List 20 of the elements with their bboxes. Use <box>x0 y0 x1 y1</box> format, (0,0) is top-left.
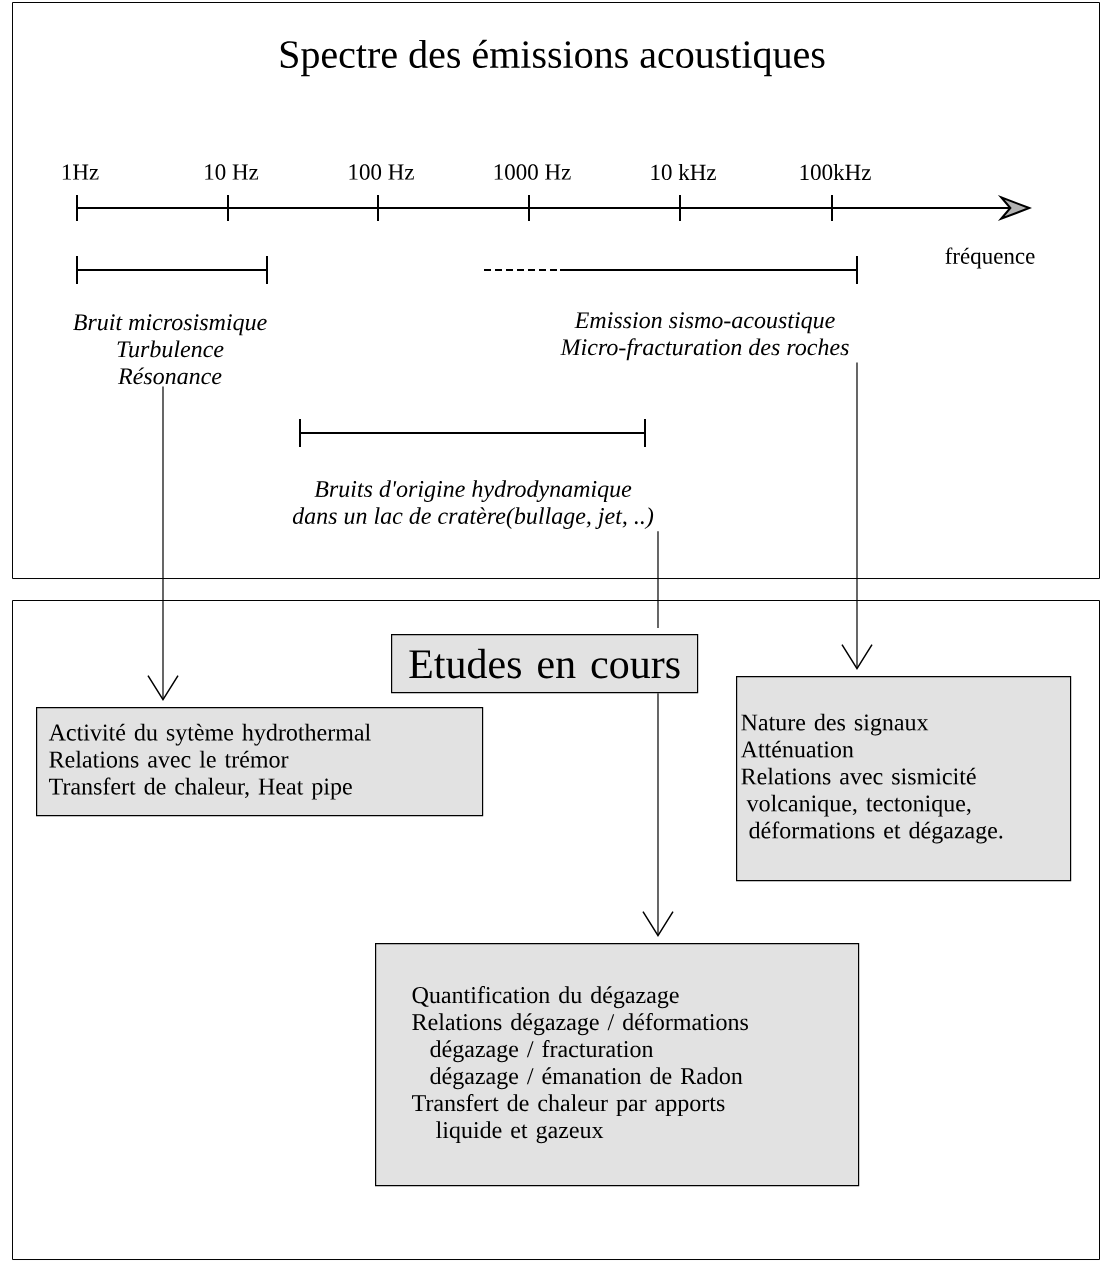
range-caption: Emission sismo-acoustique Micro-fracturation des roches <box>560 312 849 361</box>
text-box: Nature des signaux Atténuation Relations avec sismicité volcanique, tectonique, déformations et dégazage. <box>736 676 1072 882</box>
tick-label: 1Hz <box>62 164 99 180</box>
panel <box>12 2 1100 579</box>
text-box: Activité du sytème hydrothermal Relations avec le trémor Transfert de chaleur, Heat pipe <box>36 707 484 817</box>
tick-label: 10 Hz <box>205 164 259 180</box>
range-caption: Bruits d'origine hydrodynamique dans un lac de cratère(bullage, jet, ..) <box>292 480 654 529</box>
tick-label: 1000 Hz <box>494 164 571 180</box>
arrow <box>642 692 674 937</box>
range-caption: Bruit microsismique Turbulence Résonance <box>73 314 267 385</box>
tick-label: 100 Hz <box>349 164 414 180</box>
axis-label: fréquence <box>945 247 1035 269</box>
panel <box>12 600 1100 1260</box>
arrow <box>147 385 179 701</box>
arrow <box>841 361 873 670</box>
title: Spectre des émissions acoustiques <box>280 39 825 77</box>
tick-label: 10 kHz <box>651 163 716 181</box>
tick-label: 100kHz <box>800 163 871 181</box>
text-box: Quantification du dégazage Relations dégazage / déformations dégazage / fracturation dégazage / émanation de Radon Transfert de chaleur par apports liquide et gazeux <box>375 943 860 1187</box>
text-box: Etudes en cours <box>391 634 699 694</box>
